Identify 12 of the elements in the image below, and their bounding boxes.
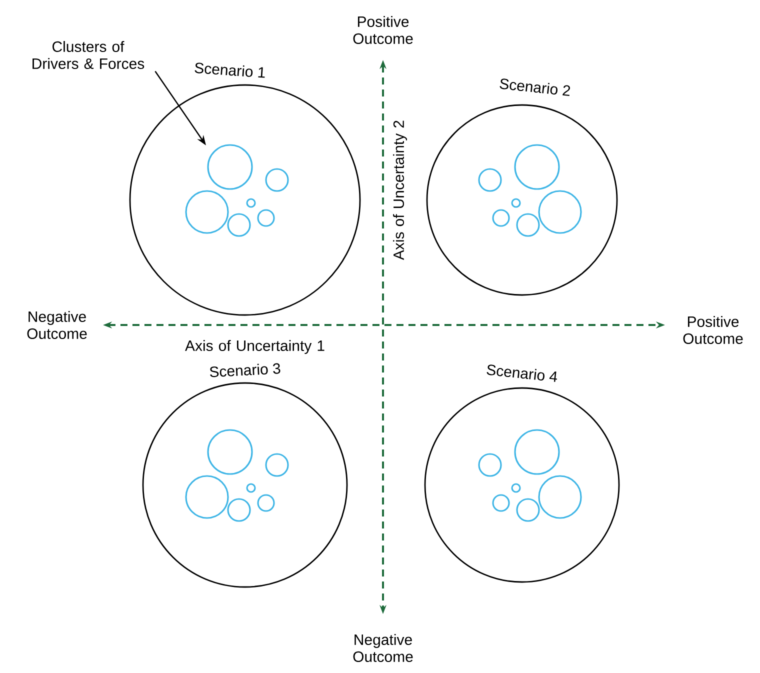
axis-label: Axis of Uncertainty 1 [185, 340, 324, 354]
scenario-label: Scenario 2 [500, 78, 570, 96]
end-label: Positive Outcome [353, 16, 413, 44]
end-label: Positive Outcome [683, 316, 743, 344]
scenario-label: Scenario 3 [210, 363, 280, 378]
axis-label: Axis of Uncertainty 2 [393, 120, 407, 260]
cluster-drawing [185, 144, 289, 237]
end-label: Negative Outcome [353, 634, 413, 662]
end-label: Negative Outcome [27, 311, 87, 339]
scenario-label: Scenario 4 [486, 364, 557, 382]
scenario-label: Scenario 1 [194, 62, 265, 78]
callout-text: Clusters of Drivers & Forces [32, 41, 144, 69]
